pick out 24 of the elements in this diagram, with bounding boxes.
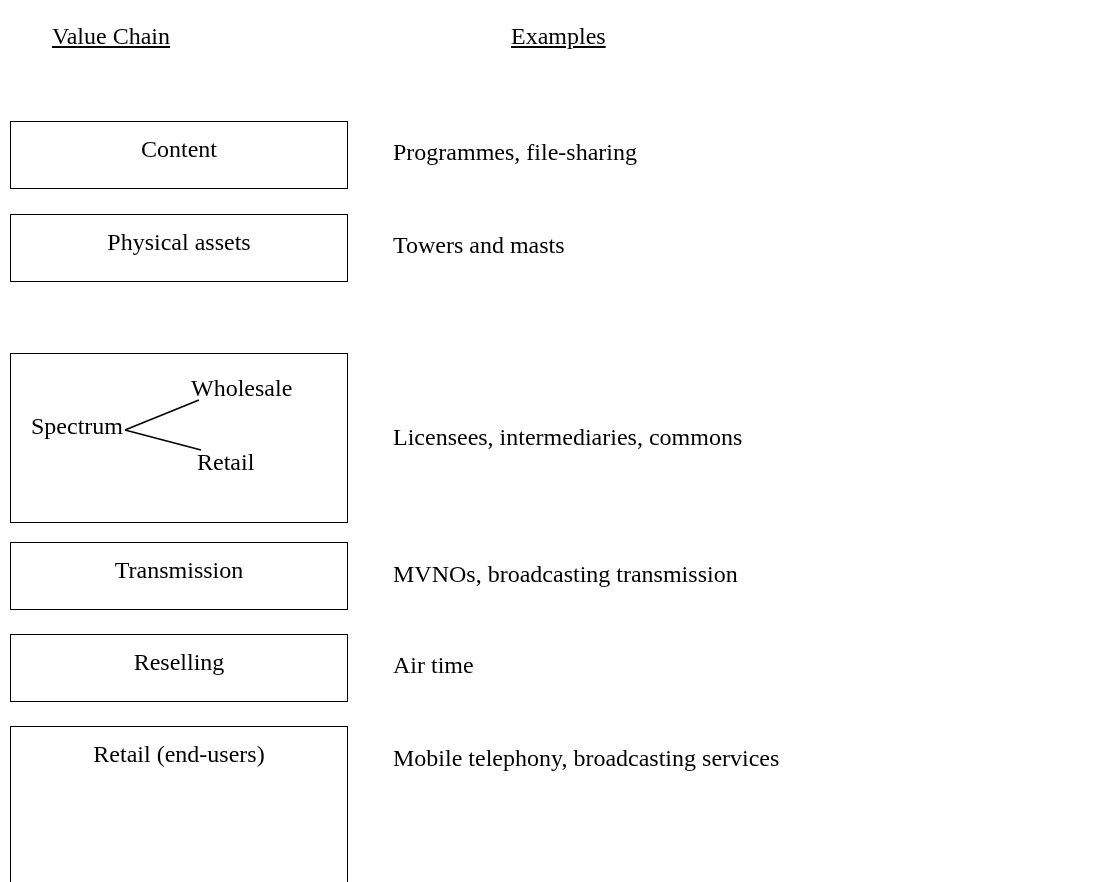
box-label: Physical assets — [106, 229, 252, 256]
value-chain-box — [10, 542, 348, 610]
example-text: Mobile telephony, broadcasting services — [393, 744, 780, 772]
value-chain-box — [10, 726, 348, 882]
branch-line — [124, 429, 202, 451]
outline-box — [10, 353, 348, 523]
box-label: Retail (end-users) — [92, 741, 266, 768]
value-chain-box — [10, 214, 348, 282]
value-chain-box — [10, 634, 348, 702]
column-heading: Value Chain — [52, 22, 170, 50]
value-chain-box — [10, 121, 348, 189]
branch-line — [124, 399, 200, 431]
example-text: Towers and masts — [393, 231, 565, 259]
example-text: MVNOs, broadcasting transmission — [393, 560, 738, 588]
box-label: Reselling — [132, 649, 226, 676]
example-text: Programmes, file-sharing — [393, 138, 637, 166]
column-heading: Examples — [511, 22, 606, 50]
branch-label: Wholesale — [191, 374, 293, 402]
branch-label: Retail — [197, 448, 255, 476]
example-text: Licensees, intermediaries, commons — [393, 423, 743, 451]
box-label: Content — [140, 136, 218, 163]
example-text: Air time — [393, 651, 474, 679]
branch-label: Spectrum — [31, 412, 123, 440]
box-label: Transmission — [113, 557, 245, 584]
